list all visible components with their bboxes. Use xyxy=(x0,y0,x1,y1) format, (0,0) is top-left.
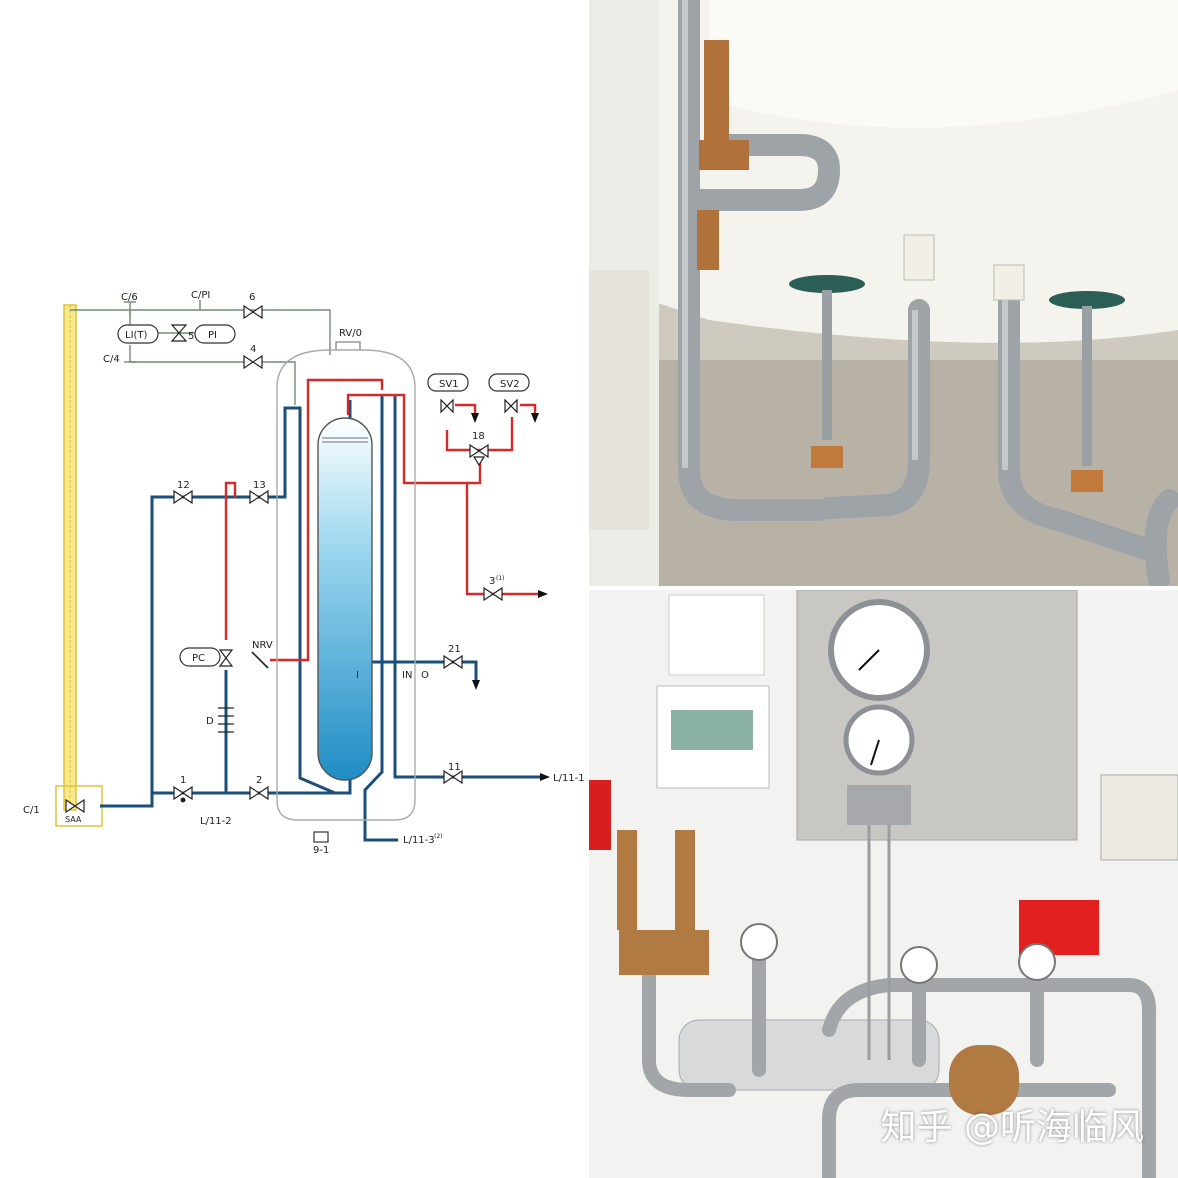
valves xyxy=(65,304,518,814)
label-v21: 21 xyxy=(448,644,461,655)
label-rv0: RV/0 xyxy=(339,328,362,339)
label-v1: 1 xyxy=(180,775,186,786)
label-sv1: SV1 xyxy=(439,379,459,390)
inner-tank xyxy=(317,417,373,781)
valve-pc xyxy=(218,649,234,667)
label-lit: LI(T) xyxy=(125,330,148,341)
arrow-3-outlet xyxy=(538,590,548,598)
li-bubble xyxy=(117,324,159,344)
vessel-nozzle-rv0 xyxy=(335,341,361,350)
valve-13 xyxy=(249,489,269,505)
valve-18 xyxy=(469,443,489,459)
handwheel-middle xyxy=(900,946,938,984)
label-pc: PC xyxy=(192,653,205,664)
label-l112: L/11-2 xyxy=(200,816,232,827)
sv2-bubble xyxy=(488,373,530,392)
valve-4 xyxy=(243,354,263,370)
handwheel-right xyxy=(1018,943,1056,981)
photo-instrument-panel-art xyxy=(589,590,1178,1178)
valve-nrv xyxy=(251,651,269,669)
valve-saa xyxy=(65,798,85,814)
label-l113sup: (2) xyxy=(434,833,443,840)
arrow-sv1-vent xyxy=(471,413,479,423)
sv1-bubble xyxy=(427,373,469,392)
label-c4: C/4 xyxy=(103,354,120,365)
label-v3: 3 xyxy=(489,576,495,587)
label-v91: 9-1 xyxy=(313,845,329,856)
label-pi: PI xyxy=(208,330,217,341)
valve-2 xyxy=(249,785,269,801)
d-restrictor xyxy=(218,707,234,733)
drain-9-1 xyxy=(313,831,329,843)
valve-11 xyxy=(443,769,463,785)
valve-5 xyxy=(170,324,188,342)
label-v3sup: (1) xyxy=(496,575,505,582)
label-saa: SAA xyxy=(65,815,82,824)
label-v4: 4 xyxy=(250,344,256,355)
arrow-sv2-vent xyxy=(531,413,539,423)
gas-lines xyxy=(224,378,538,662)
signal-lines xyxy=(70,300,331,405)
label-v13: 13 xyxy=(253,480,266,491)
photo-instrument-panel: 知乎 @听海临风 xyxy=(589,590,1178,1178)
valve-3 xyxy=(483,586,503,602)
label-d: D xyxy=(206,716,214,727)
valve-21 xyxy=(443,654,463,670)
watermark: 知乎 @听海临风 xyxy=(880,1107,1144,1148)
level-gauge-tube xyxy=(55,304,103,827)
label-sv2: SV2 xyxy=(500,379,520,390)
label-v2: 2 xyxy=(256,775,262,786)
arrow-l11-1 xyxy=(540,773,550,781)
label-v5: 5 xyxy=(188,331,194,342)
valve-1 xyxy=(173,785,193,801)
label-in-i: I xyxy=(356,670,359,681)
valve-6 xyxy=(243,304,263,320)
pc-bubble xyxy=(179,647,221,667)
label-c1: C/1 xyxy=(23,805,40,816)
outer-vessel xyxy=(276,349,416,821)
photo-tank-piping-art xyxy=(589,0,1178,586)
label-cpi: C/PI xyxy=(191,290,210,301)
label-l113: L/11-3 xyxy=(403,835,435,846)
label-v12: 12 xyxy=(177,480,190,491)
label-l111: L/11-1 xyxy=(553,773,585,784)
valve-sv2 xyxy=(504,398,518,414)
pi-bubble xyxy=(194,324,236,344)
valve-12 xyxy=(173,489,193,505)
label-v18: 18 xyxy=(472,431,485,442)
label-in-in: IN xyxy=(402,670,412,681)
arrow-21-outlet xyxy=(472,680,480,690)
label-in-o: O xyxy=(421,670,429,681)
pid-diagram: C/6 C/PI 6 LI(T) 5 PI C/4 4 RV/0 SV1 SV2… xyxy=(23,290,585,856)
valve-18-tee xyxy=(472,456,486,467)
valve-1-actuator xyxy=(180,797,186,803)
valve-sv1 xyxy=(440,398,454,414)
label-v6: 6 xyxy=(249,292,255,303)
label-v11: 11 xyxy=(448,762,461,773)
photo-tank-piping xyxy=(589,0,1178,586)
label-nrv: NRV xyxy=(252,640,273,651)
handwheel-left xyxy=(740,923,778,961)
label-c6: C/6 xyxy=(121,292,138,303)
